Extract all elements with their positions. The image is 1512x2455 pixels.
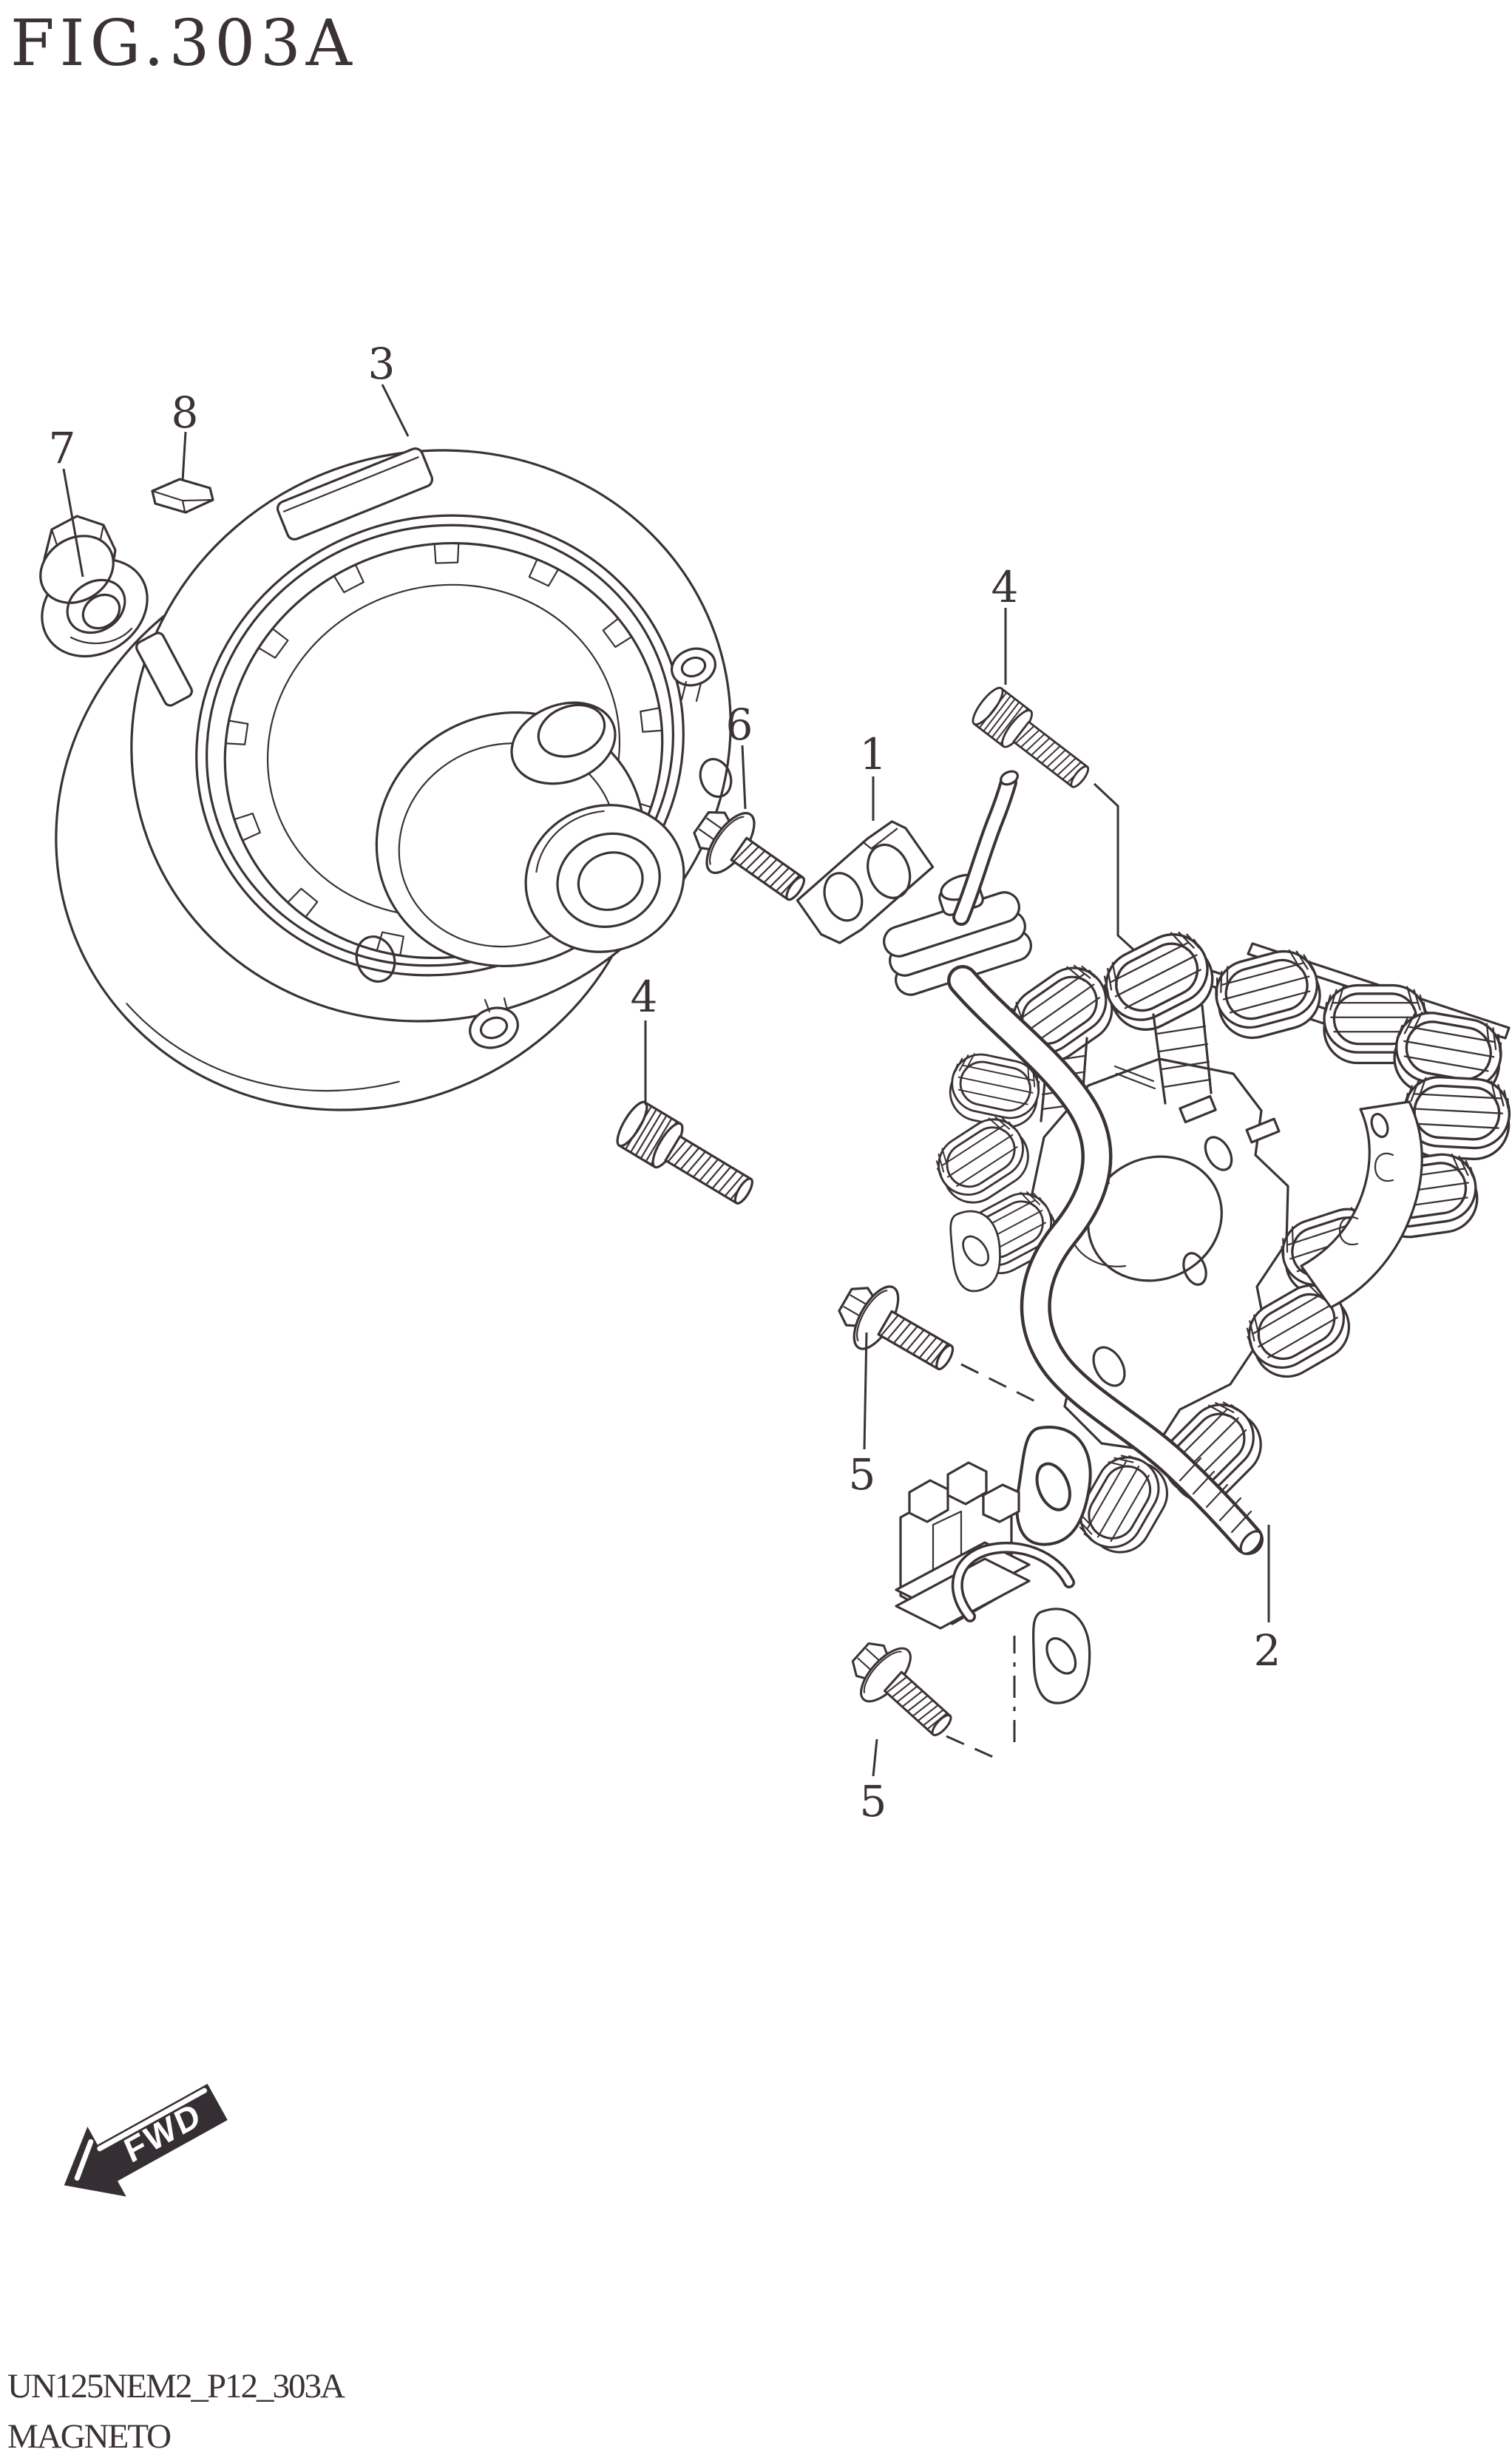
callout-5-lower-label: 5 [860,1776,887,1826]
leader-6 [741,745,747,810]
rim-slot-small [135,631,193,707]
face-hole [355,935,396,983]
mounting-ear-lower [1028,1605,1094,1706]
callout-8-label: 8 [172,387,199,438]
rim-hole [699,758,733,798]
leader-3 [381,384,410,437]
grommet [883,873,1032,996]
figure-title: FIG.303A [10,7,357,81]
assembly-axis-lower [946,1735,1000,1761]
callout-2-label: 2 [1254,1625,1281,1676]
ring-notch [528,558,560,587]
leader-5-lower [872,1738,878,1777]
ring-notch [333,563,365,594]
ring-notch [433,542,460,564]
leader-7 [62,468,84,578]
power-cable [947,965,1264,1555]
socket-bolt-part-4-upper [967,683,1099,799]
ring-notch [225,719,249,745]
leader-bolt4-upper [1093,782,1145,960]
rim-slot [276,447,434,541]
key-part-8 [151,478,214,514]
flange-bolt-part-5-upper [827,1268,968,1392]
ring-notch [233,812,261,842]
connector-block [895,1461,1031,1630]
leader-8 [181,431,187,481]
ring-notch [376,931,404,957]
flywheel-rotor [55,447,733,1111]
footer-code: UN125NEM2_P12_303A [7,2367,345,2405]
rivet [671,647,716,702]
callout-1-label: 1 [860,729,887,779]
ring-notch [287,887,319,918]
callout-4-middle-label: 4 [631,972,658,1022]
ring-notch [602,617,633,649]
leader-5-upper [863,1332,868,1450]
socket-bolt-part-4-middle [611,1097,762,1216]
nut-part-7 [39,515,149,658]
flange-bolt-part-5-lower [837,1626,969,1755]
footer-caption: MAGNETO [7,2417,171,2455]
callout-3-label: 3 [368,339,396,389]
assembly-axis-upper [960,1363,1037,1403]
fwd-badge-label: FWD [119,2094,208,2170]
callout-6-label: 6 [726,700,753,750]
callout-5-upper-label: 5 [849,1449,876,1500]
callout-7-label: 7 [49,423,76,473]
stator-side-bracket [1300,1100,1423,1309]
fwd-arrow-icon [64,2084,228,2197]
ring-notch [640,707,663,733]
terminal-plate-part-1 [796,820,935,944]
wire-loop [951,1541,1075,1622]
callout-4-upper-label: 4 [991,562,1019,612]
ring-notch [257,628,289,659]
rivet [469,997,519,1049]
fwd-direction-badge: FWD [64,2084,228,2197]
wire-lead [952,770,1019,926]
flywheel-hub [375,701,685,968]
